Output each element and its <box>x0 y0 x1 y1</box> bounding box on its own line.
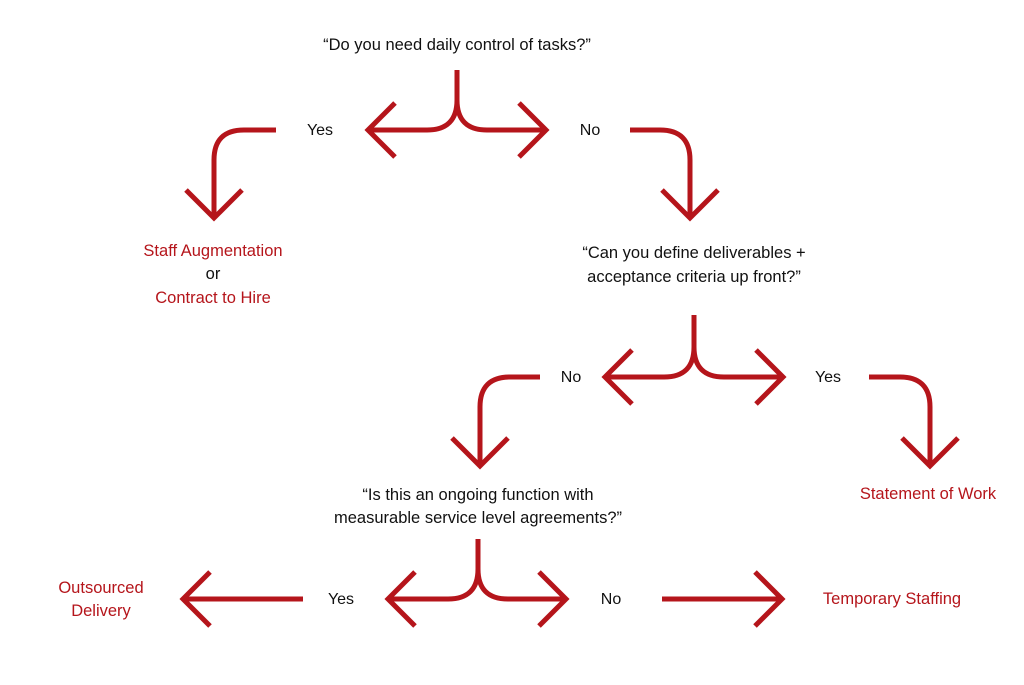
q2-yes-label: Yes <box>814 369 842 386</box>
question-3-line-2: measurable service level agreements?” <box>334 509 622 527</box>
question-3-line-1: “Is this an ongoing function with <box>362 486 594 504</box>
q2-yes-arrow <box>869 374 960 470</box>
q3-no-label: No <box>600 591 622 608</box>
q3-no-arrow <box>662 570 786 628</box>
q1-no-arrow <box>630 127 720 222</box>
outcome-staff-augmentation: Staff Augmentation <box>143 242 283 260</box>
question-1: “Do you need daily control of tasks?” <box>323 36 591 54</box>
q3-yes-arrow <box>179 570 303 628</box>
q1-yes-arrow <box>184 127 276 222</box>
outcome-outsourced-delivery-line-2: Delivery <box>71 602 131 620</box>
q1-no-label: No <box>579 122 601 139</box>
outcome-contract-to-hire: Contract to Hire <box>155 289 271 307</box>
q2-no-arrow <box>450 374 540 470</box>
q1-split-arrow <box>364 70 550 159</box>
q3-yes-label: Yes <box>327 591 355 608</box>
question-2-line-2: acceptance criteria up front?” <box>587 268 801 286</box>
outcome-or-connector: or <box>205 265 221 283</box>
q2-split-arrow <box>601 315 787 406</box>
q1-yes-label: Yes <box>306 122 334 139</box>
outcome-statement-of-work: Statement of Work <box>859 485 997 503</box>
q3-split-arrow <box>384 539 570 628</box>
outcome-temporary-staffing: Temporary Staffing <box>822 590 962 608</box>
question-2-line-1: “Can you define deliverables + <box>582 244 806 262</box>
outcome-outsourced-delivery-line-1: Outsourced <box>58 579 144 597</box>
q2-no-label: No <box>560 369 582 386</box>
